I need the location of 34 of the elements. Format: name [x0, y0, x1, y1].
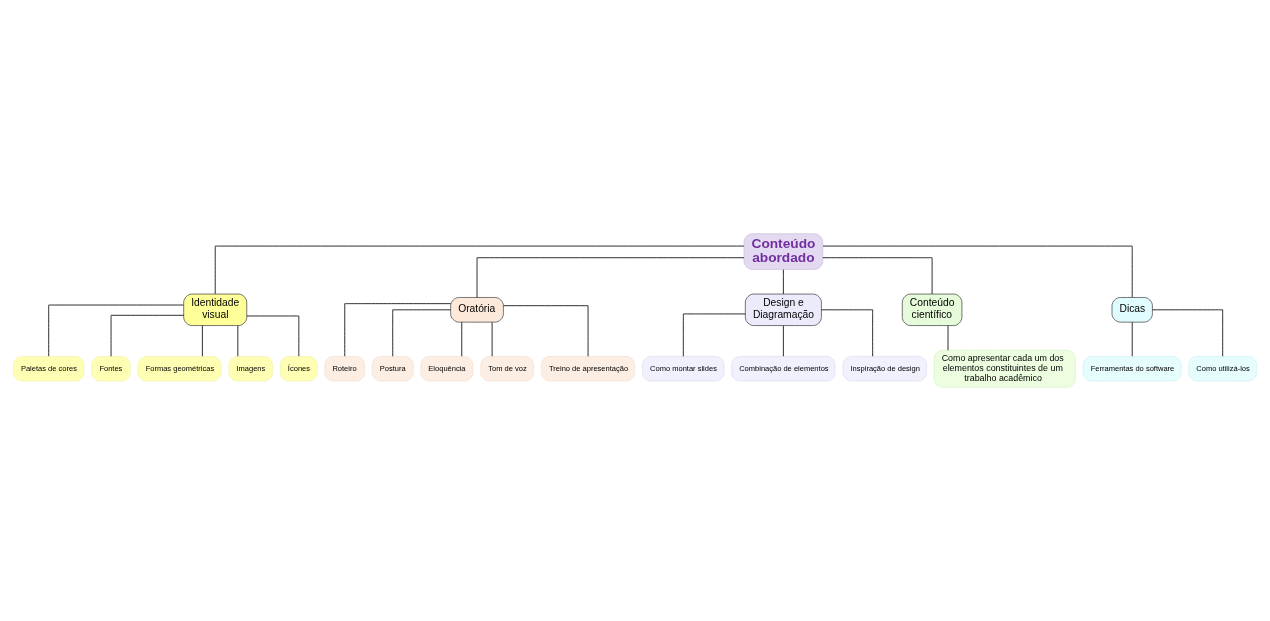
connector [682, 313, 746, 357]
node-box: Fontes [91, 356, 131, 382]
node-box: Conteúdo científico [901, 293, 963, 326]
node-box: Como utilizá-los [1188, 356, 1257, 382]
connector [1152, 309, 1224, 357]
node-box: Como montar slides [642, 356, 725, 382]
connector [821, 309, 874, 357]
node-box: Imagens [228, 356, 274, 382]
node-box: Eloquência [420, 356, 474, 382]
node-box: Como apresentar cada um dos elementos constituintes de um trabalho acadêmico [933, 349, 1076, 388]
connector [48, 304, 184, 357]
connector [110, 314, 185, 357]
connector [782, 325, 784, 357]
node-box: Paletas de cores [13, 356, 85, 382]
connector [214, 245, 745, 295]
node-box: Oratória [450, 297, 504, 323]
node-box: Inspiração de design [842, 356, 927, 382]
connector [344, 303, 451, 357]
connector [822, 257, 933, 295]
node-box: Ferramentas do software [1082, 356, 1182, 382]
node-box: Roteiro [324, 356, 365, 382]
node-box: Design e Diagramação [745, 293, 822, 326]
node-box: Tom de voz [480, 356, 534, 382]
node-box: Identidade visual [183, 293, 248, 326]
node-box: Conteúdo abordado [743, 233, 824, 270]
connector [782, 269, 784, 295]
connector [201, 325, 203, 357]
node-box: Ícones [280, 356, 318, 382]
node-box: Formas geométricas [137, 356, 222, 382]
node-box: Combinação de elementos [731, 356, 836, 382]
node-box: Postura [371, 356, 414, 382]
node-box: Dicas [1111, 297, 1153, 323]
node-box: Treino de apresentação [541, 356, 635, 382]
connector [503, 305, 589, 357]
